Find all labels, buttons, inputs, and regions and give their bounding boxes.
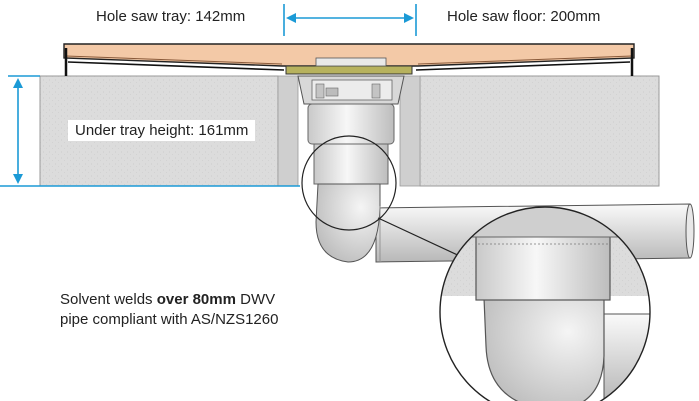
dimension-lines bbox=[0, 4, 417, 187]
solvent-note-post: DWV bbox=[235, 291, 276, 308]
detail-magnifier bbox=[301, 135, 651, 401]
solvent-note-pre: Solvent welds bbox=[60, 291, 157, 308]
solvent-note-line2: pipe compliant with AS/NZS1260 bbox=[60, 311, 279, 328]
hole-saw-floor-label: Hole saw floor: 200mm bbox=[447, 8, 601, 25]
solvent-note-bold: over 80mm bbox=[156, 291, 236, 308]
shower-tray bbox=[63, 43, 635, 76]
solvent-weld-note: Solvent welds over 80mm DWV pipe complia… bbox=[60, 290, 278, 330]
drain-body bbox=[285, 57, 413, 185]
under-tray-height-label: Under tray height: 161mm bbox=[68, 120, 256, 141]
hole-saw-tray-label: Hole saw tray: 142mm bbox=[96, 8, 246, 25]
